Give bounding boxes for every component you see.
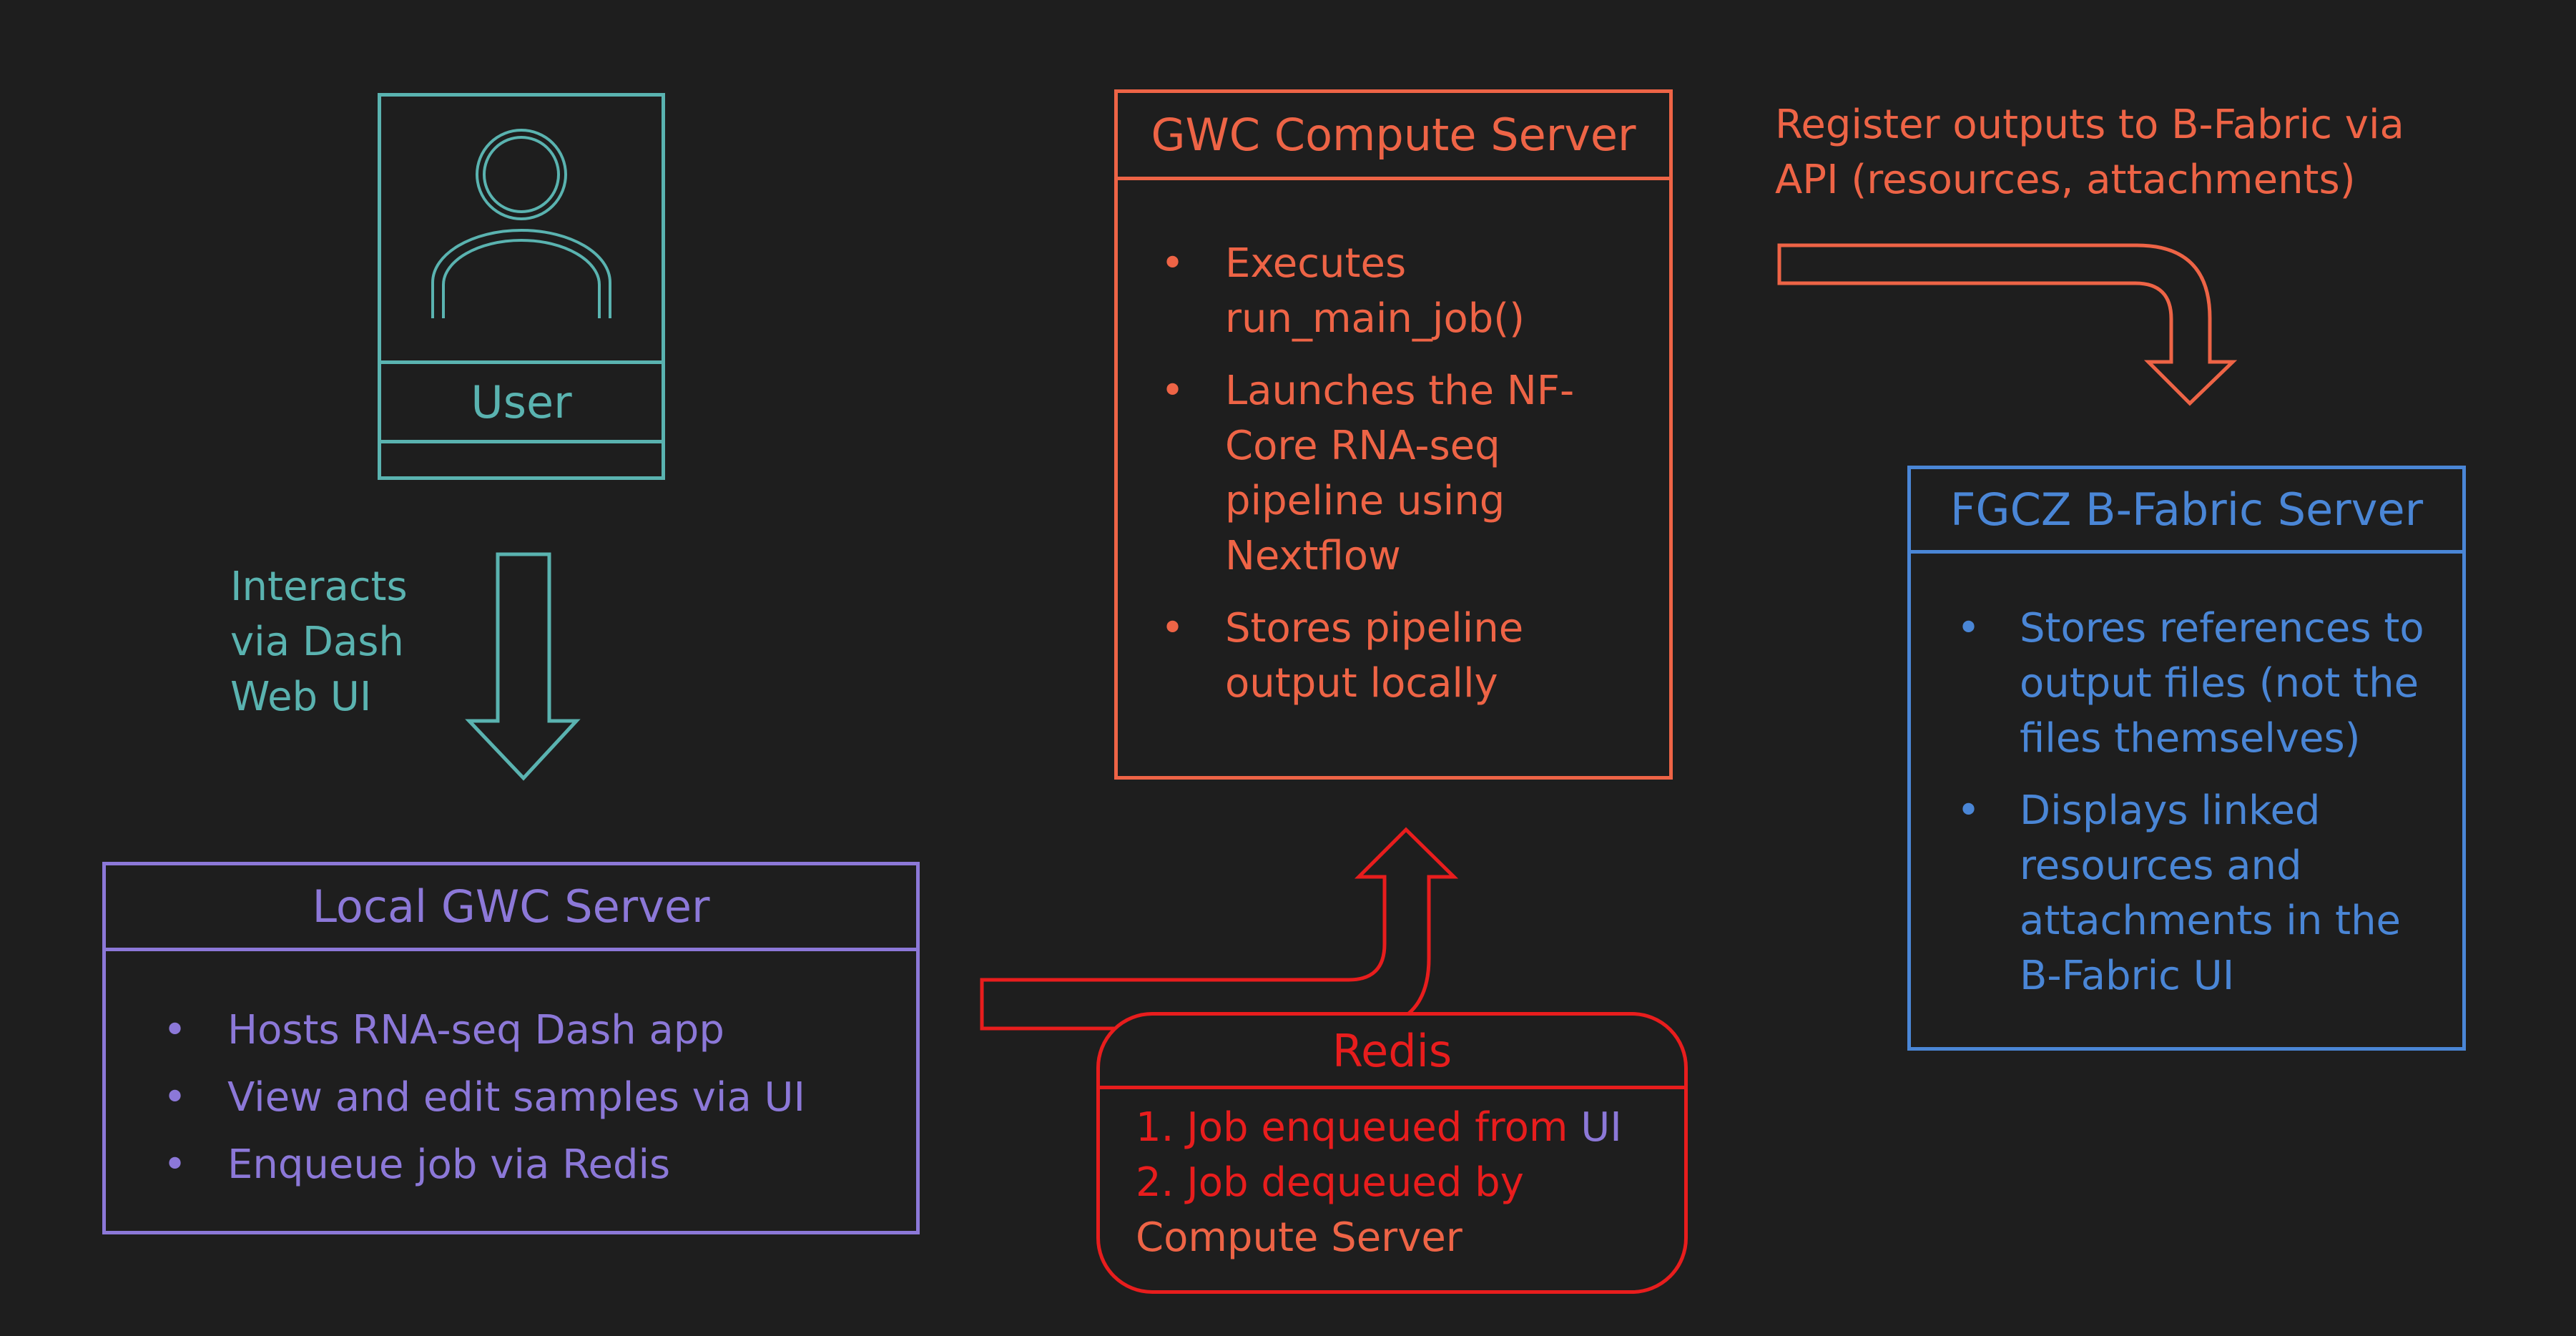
redis-title: Redis [1100, 1016, 1684, 1089]
fgcz-bfabric-server-title: FGCZ B-Fabric Server [1911, 469, 2462, 554]
bullet: • [1161, 368, 1185, 414]
list-item-line: pipeline using [1225, 478, 1505, 524]
list-item: • Executes run_main_job() [1161, 236, 1574, 346]
bullet: • [1161, 240, 1185, 287]
user-label: User [381, 360, 662, 443]
list-item: • Displays linked resources and attachme… [1957, 783, 2424, 1003]
list-item: • Launches the NF- Core RNA-seq pipeline… [1161, 363, 1575, 584]
register-label: Register outputs to B-Fabric via API (re… [1775, 97, 2404, 207]
list-item-line: Core RNA-seq [1225, 423, 1500, 469]
interacts-line: Web UI [230, 674, 372, 720]
interacts-line: Interacts [230, 564, 408, 610]
list-item-text: Hosts RNA-seq Dash app [227, 1007, 724, 1053]
list-item: • View and edit samples via UI [163, 1064, 806, 1131]
redis-to-compute-arrow [980, 827, 1459, 1031]
list-item-line: Nextflow [1225, 533, 1401, 579]
list-item-line: Stores pipeline [1225, 605, 1524, 652]
user-box: User [378, 93, 665, 480]
list-item-line: resources and [2020, 843, 2302, 889]
person-icon [431, 129, 611, 318]
bullet: • [163, 1007, 187, 1053]
redis-body: 1. Job enqueued from UI 2. Job dequeued … [1136, 1100, 1622, 1265]
local-gwc-server-box: Local GWC Server • Hosts RNA-seq Dash app… [102, 862, 920, 1234]
list-item-line: Launches the NF- [1225, 368, 1575, 414]
bullet: • [1161, 605, 1185, 652]
interacts-line: via Dash [230, 619, 404, 665]
list-item-line: B-Fabric UI [2020, 953, 2235, 999]
redis-line-2: 2. Job dequeued by [1136, 1159, 1524, 1206]
list-item: • Hosts RNA-seq Dash app [163, 997, 805, 1064]
redis-line-1-ui: UI [1580, 1104, 1622, 1151]
local-gwc-server-title: Local GWC Server [106, 865, 916, 951]
down-arrow [465, 552, 581, 781]
redis-line-3: Compute Server [1136, 1214, 1462, 1261]
list-item-line: run_main_job() [1225, 295, 1525, 342]
fgcz-bfabric-server-list: • Stores references to output files (not… [1957, 601, 2424, 1003]
list-item-text: View and edit samples via UI [227, 1074, 806, 1121]
redis-box: Redis 1. Job enqueued from UI 2. Job deq… [1096, 1012, 1688, 1294]
gwc-compute-server-title: GWC Compute Server [1118, 93, 1669, 180]
list-item-text: Enqueue job via Redis [227, 1141, 671, 1188]
bullet: • [163, 1074, 187, 1121]
gwc-compute-server-box: GWC Compute Server • Executes run_main_j… [1114, 89, 1673, 780]
fgcz-bfabric-server-box: FGCZ B-Fabric Server • Stores references… [1907, 466, 2466, 1051]
list-item-line: output files (not the [2020, 660, 2419, 707]
list-item-line: attachments in the [2020, 898, 2402, 944]
local-gwc-server-list: • Hosts RNA-seq Dash app • View and edit s… [163, 997, 806, 1199]
list-item: • Stores pipeline output locally [1161, 601, 1574, 711]
list-item: • Enqueue job via Redis [163, 1131, 805, 1199]
bullet: • [163, 1141, 187, 1188]
list-item: • Stores references to output files (not… [1957, 601, 2424, 766]
list-item-line: Displays linked [2020, 787, 2321, 834]
gwc-compute-server-list: • Executes run_main_job() • Launches the… [1161, 236, 1575, 711]
redis-line-1-prefix: 1. Job enqueued from [1136, 1104, 1581, 1151]
bullet: • [1957, 605, 1981, 652]
register-arrow [1777, 243, 2238, 406]
register-line: API (resources, attachments) [1775, 157, 2356, 203]
redis-line-1: 1. Job enqueued from UI [1136, 1100, 1622, 1155]
list-item-line: output locally [1225, 660, 1498, 707]
register-line: Register outputs to B-Fabric via [1775, 102, 2404, 148]
list-item-line: files themselves) [2020, 715, 2361, 762]
interacts-label: Interacts via Dash Web UI [230, 559, 408, 725]
list-item-line: Stores references to [2020, 605, 2424, 652]
list-item-line: Executes [1225, 240, 1407, 287]
bullet: • [1957, 787, 1981, 834]
